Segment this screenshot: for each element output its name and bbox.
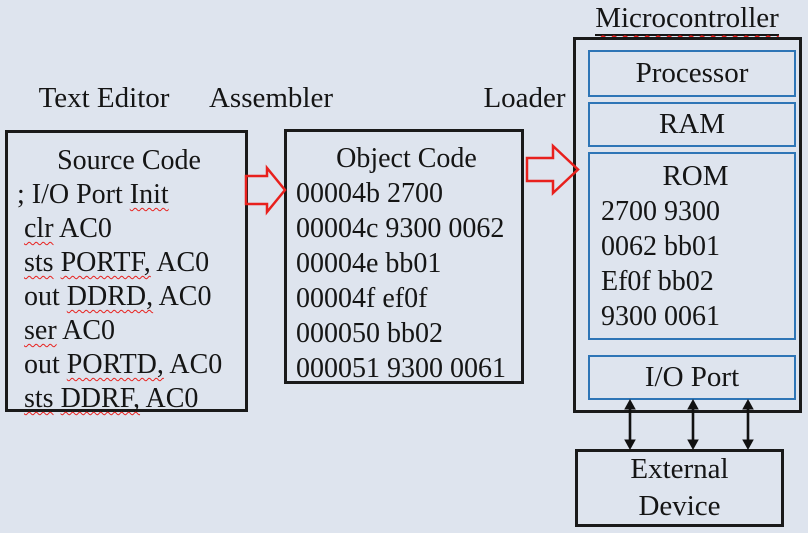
assembler-label: Assembler <box>208 82 334 114</box>
misspelled-word: PORTF, <box>60 247 151 278</box>
io-double-arrow-icon <box>624 399 636 450</box>
text-editor-label: Text Editor <box>38 82 170 114</box>
misspelled-word: DDRD, <box>66 281 154 312</box>
source-code-lines: ; I/O Port Init clr AC0 sts PORTF, AC0 o… <box>17 178 241 416</box>
code-text <box>17 315 24 346</box>
misspelled-word: sts <box>24 247 54 278</box>
io-port-label: I/O Port <box>644 361 740 393</box>
code-text <box>17 247 24 278</box>
code-text: AC0 <box>140 383 199 414</box>
code-text <box>17 383 24 414</box>
code-text: ; I/O Port <box>17 179 130 210</box>
io-double-arrow-icon <box>742 399 754 450</box>
external-device-line1: External <box>630 453 729 485</box>
misspelled-word: ser <box>24 315 57 346</box>
microcontroller-label: Microcontroller <box>595 2 779 36</box>
code-line: out PORTD, AC0 <box>17 348 241 382</box>
io-port-box: I/O Port <box>588 355 796 400</box>
code-line: sts DDRF, AC0 <box>17 382 241 416</box>
code-text: out <box>17 349 67 380</box>
code-line: 2700 9300 <box>601 196 720 227</box>
rom-title: ROM <box>662 160 729 192</box>
source-code-title: Source Code <box>57 145 201 176</box>
code-line: ser AC0 <box>17 314 241 348</box>
code-text <box>54 383 61 414</box>
code-text: out <box>17 281 67 312</box>
code-line: 9300 0061 <box>601 301 720 332</box>
code-text: AC0 <box>56 315 116 346</box>
code-text: AC0 <box>150 247 210 278</box>
external-device-line2: Device <box>638 490 721 522</box>
code-text: AC0 <box>153 281 212 312</box>
ram-label: RAM <box>658 108 726 140</box>
code-text <box>17 213 24 244</box>
code-text: AC0 <box>163 349 223 380</box>
code-line: 000050 bb02 <box>296 318 443 349</box>
misspelled-word: clr <box>24 213 54 244</box>
misspelled-word: sts <box>24 383 54 414</box>
misspelled-word: Init <box>129 179 169 210</box>
code-line: Ef0f bb02 <box>601 266 714 297</box>
external-device-box: External Device <box>575 449 784 527</box>
assemble-arrow-icon <box>244 164 287 216</box>
processor-box: Processor <box>588 50 796 97</box>
code-line: 0062 bb01 <box>601 231 720 262</box>
code-line: 00004b 2700 <box>296 178 443 209</box>
object-code-title: Object Code <box>336 143 477 174</box>
code-text: AC0 <box>53 213 112 244</box>
misspelled-word: DDRF, <box>60 383 141 414</box>
code-line: 00004e bb01 <box>296 248 442 279</box>
object-code-lines: 00004b 2700 00004c 9300 0062 00004e bb01 00… <box>296 176 517 386</box>
code-line: 000051 9300 0061 <box>296 353 506 384</box>
processor-label: Processor <box>635 57 749 89</box>
code-line: ; I/O Port Init <box>17 178 241 212</box>
code-text <box>54 247 61 278</box>
misspelled-word: PORTD, <box>66 349 164 380</box>
code-line: clr AC0 <box>17 212 241 246</box>
io-double-arrow-icon <box>687 399 699 450</box>
code-line: sts PORTF, AC0 <box>17 246 241 280</box>
source-code-box: Source Code ; I/O Port Init clr AC0 sts … <box>5 130 248 414</box>
load-arrow-icon <box>525 143 580 196</box>
code-line: 00004f ef0f <box>296 283 428 314</box>
code-line: out DDRD, AC0 <box>17 280 241 314</box>
ram-box: RAM <box>588 102 796 147</box>
loader-label: Loader <box>483 82 566 114</box>
code-line: 00004c 9300 0062 <box>296 213 505 244</box>
